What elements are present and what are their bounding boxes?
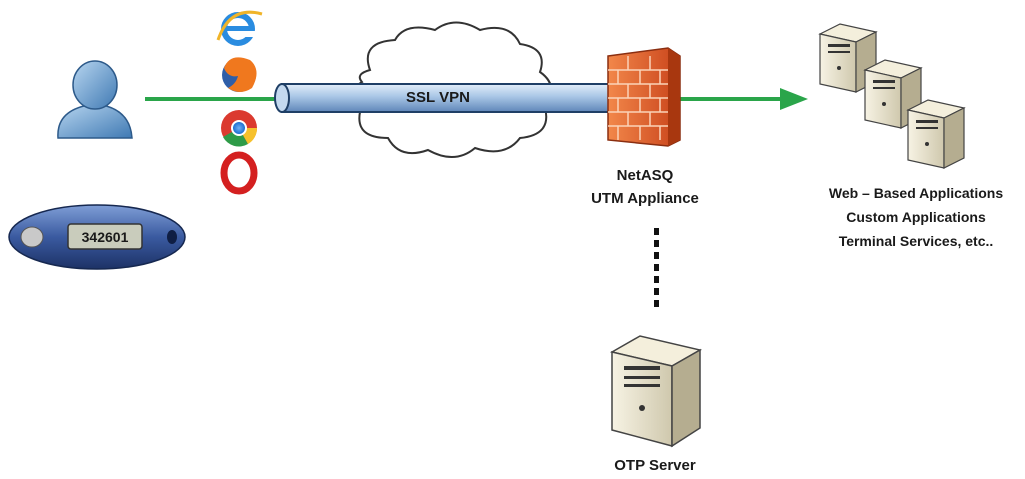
apps-label-line-1: Web – Based Applications <box>829 185 1003 201</box>
dotted-connector <box>654 228 659 307</box>
firewall-label-line-2: UTM Appliance <box>591 190 699 207</box>
apps-label-line-2: Custom Applications <box>846 209 986 225</box>
firewall-label-line-1: NetASQ <box>617 167 674 184</box>
apps-label-line-3: Terminal Services, etc.. <box>839 233 994 249</box>
firewall-icon <box>607 47 681 147</box>
user-icon <box>57 60 133 139</box>
tunnel-label: SSL VPN <box>406 89 470 106</box>
token-display-value: 342601 <box>82 229 129 245</box>
app-server-icon-3 <box>906 99 966 169</box>
arrow-head-icon <box>780 88 808 110</box>
firefox-icon <box>222 57 257 92</box>
ssl-vpn-tunnel <box>274 83 633 113</box>
otp-token-icon <box>8 204 186 270</box>
opera-icon <box>220 151 258 195</box>
otp-server-label: OTP Server <box>614 457 696 474</box>
chrome-icon <box>221 110 258 147</box>
otp-server-icon <box>609 335 703 448</box>
internet-explorer-icon <box>216 10 263 46</box>
